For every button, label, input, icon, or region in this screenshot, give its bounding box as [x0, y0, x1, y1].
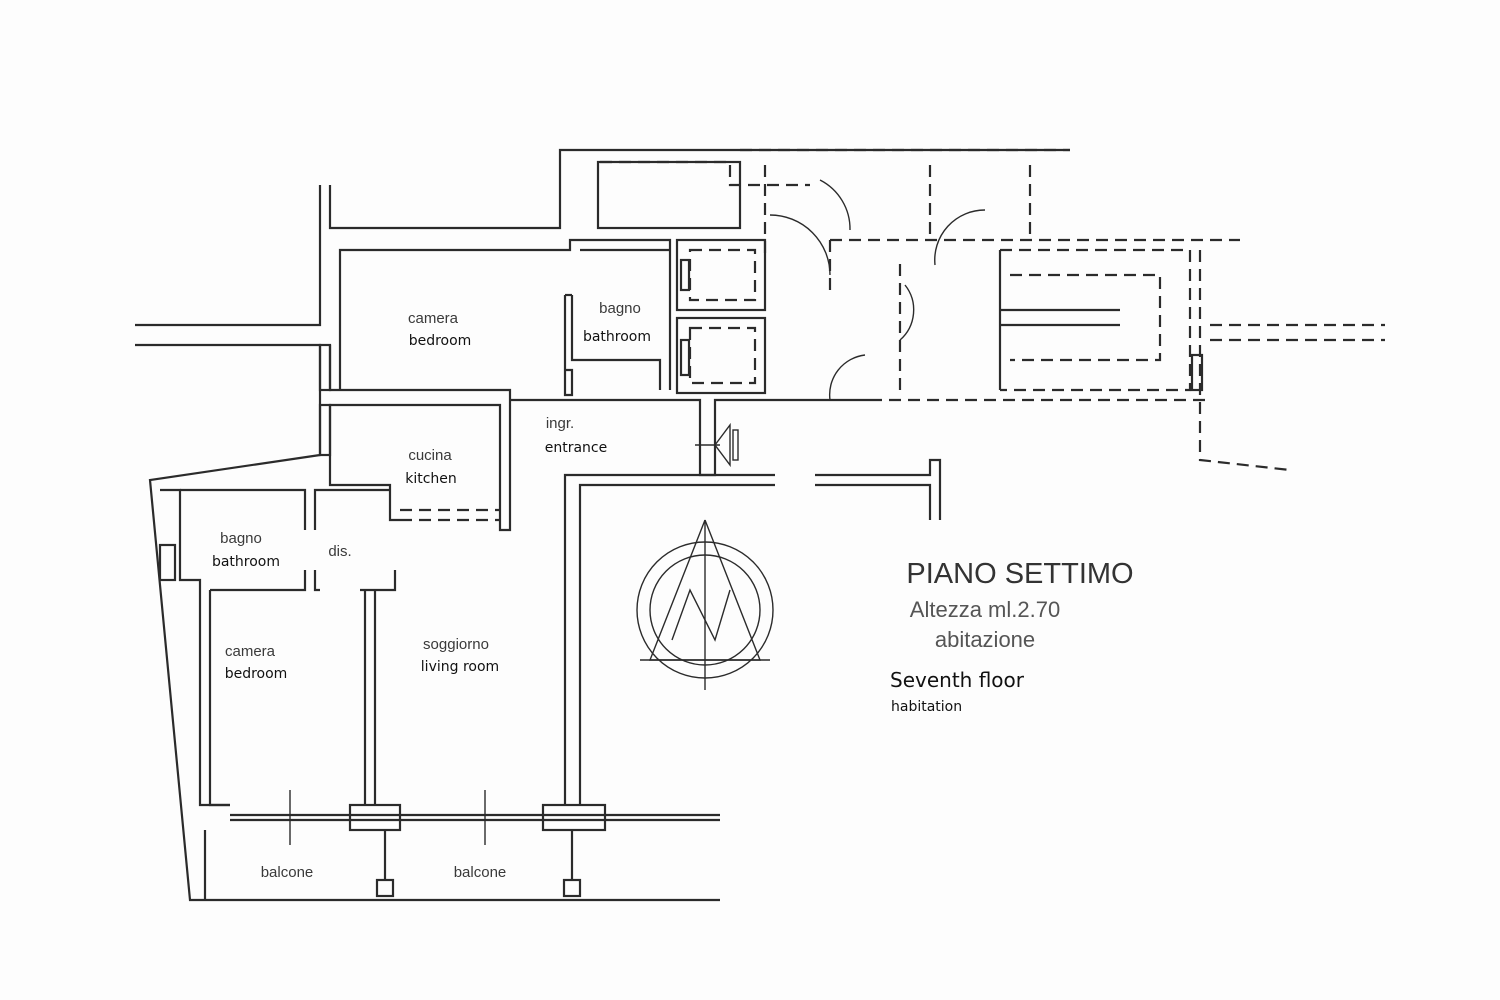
room-label-it: ingr.	[546, 415, 574, 432]
north-arrow-icon	[636, 519, 774, 690]
room-label-it: balcone	[454, 864, 507, 881]
room-label-en: living room	[421, 659, 499, 675]
use-label-it: abitazione	[935, 627, 1035, 652]
room-label-it: camera	[408, 310, 459, 327]
floor-title: PIANO SETTIMO	[906, 558, 1133, 590]
room-label-it: camera	[225, 643, 276, 660]
room-label-it: cucina	[408, 447, 452, 464]
room-label-it: dis.	[328, 543, 351, 560]
walls	[135, 148, 1070, 902]
title-block: PIANO SETTIMO Altezza ml.2.70 abitazione…	[890, 558, 1134, 715]
room-label-en: bathroom	[583, 329, 651, 345]
height-label: Altezza ml.2.70	[910, 597, 1060, 622]
use-label-en: habitation	[891, 699, 962, 715]
room-label-it: bagno	[220, 530, 262, 547]
room-label-en: kitchen	[405, 471, 457, 487]
room-labels: camera bedroom bagno bathroom ingr. entr…	[212, 300, 651, 881]
room-label-en: bedroom	[225, 666, 288, 682]
room-label-en: entrance	[545, 440, 608, 456]
common-areas-dashed	[400, 148, 1385, 522]
room-label-it: bagno	[599, 300, 641, 317]
floor-title-en: Seventh floor	[890, 668, 1025, 692]
room-label-en: bedroom	[409, 333, 472, 349]
room-label-en: bathroom	[212, 554, 280, 570]
room-label-it: balcone	[261, 864, 314, 881]
room-label-it: soggiorno	[423, 636, 489, 653]
